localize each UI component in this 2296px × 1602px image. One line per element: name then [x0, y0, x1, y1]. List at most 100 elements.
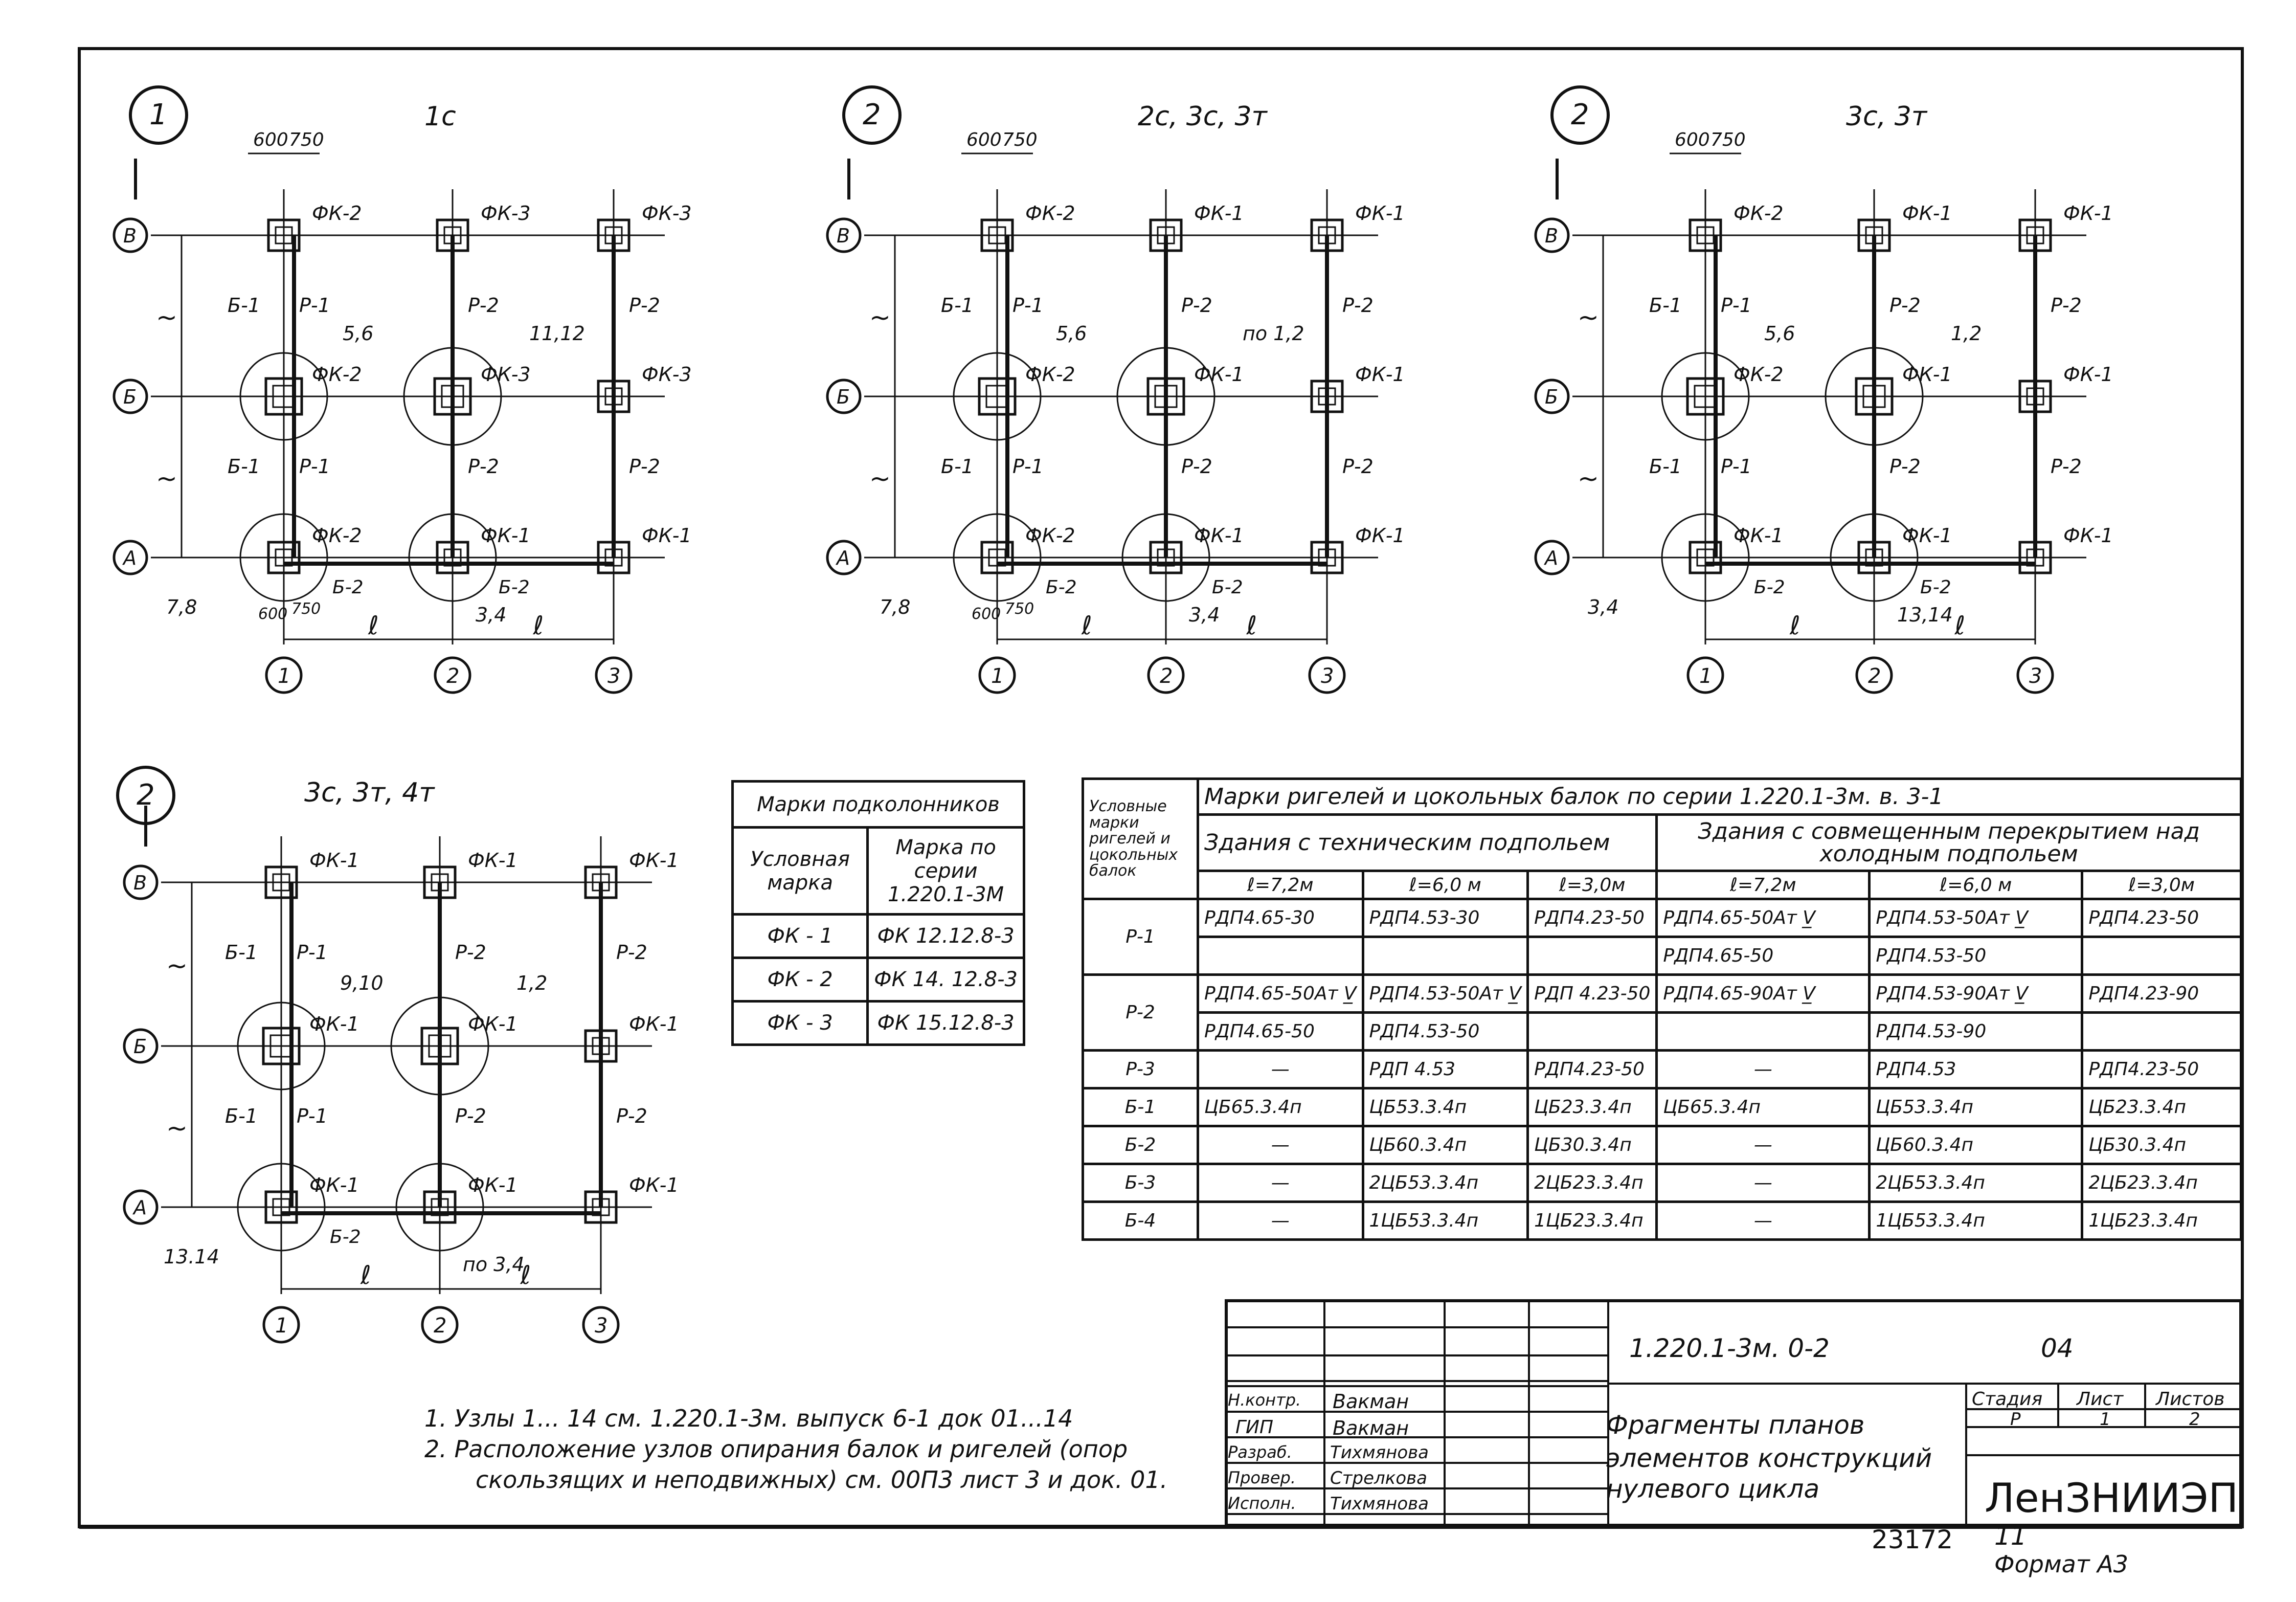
- foundation-mark: ФК-1: [309, 1013, 359, 1035]
- table-cell: РДП4.53-90Ат V̲: [1868, 973, 2084, 1014]
- table-cell: РДП4.65-50: [1655, 936, 1871, 976]
- span-tilde: ~: [869, 303, 891, 332]
- stage-value: Р: [2010, 1409, 2021, 1430]
- span-symbol: ℓ: [1789, 611, 1800, 640]
- stage-head: Стадия: [1972, 1389, 2043, 1410]
- subcolumn-foundation: [1689, 541, 1722, 574]
- foundation-mark: ФК-1: [1194, 363, 1244, 386]
- dimension-text: 750: [1002, 129, 1038, 150]
- node-label: 3,4: [476, 604, 506, 626]
- span-header: ℓ=3,0м: [1526, 870, 1658, 900]
- col-axis-label: 1: [278, 664, 290, 688]
- foundation-mark: ФК-2: [312, 524, 362, 547]
- rigel-label: Р-1: [297, 941, 328, 964]
- rigel-label: Р-2: [468, 294, 499, 317]
- beam-label: Б-2: [499, 577, 530, 598]
- table-cell: РДП4.65-30: [1197, 898, 1364, 938]
- span-header: ℓ=6,0 м: [1868, 870, 2084, 900]
- row-axis-label: А: [1543, 547, 1558, 569]
- subcolumn-foundation: [264, 1190, 298, 1224]
- title-block: Н.контр. ГИП Разраб. Провер. Исполн. Вак…: [1225, 1299, 2242, 1527]
- span-symbol: ℓ: [1954, 611, 1966, 640]
- foundation-mark: ФК-2: [1734, 202, 1784, 225]
- row-axis-bubble: [1534, 217, 1570, 253]
- table-cell: РДП4.53-50Ат V̲: [1361, 973, 1529, 1014]
- podkol-mark: ФК - 1: [731, 913, 869, 959]
- beam-label: Б-2: [1046, 577, 1077, 598]
- podkol-value: ФК 12.12.8-3: [866, 913, 1025, 959]
- span-tilde: ~: [156, 464, 177, 494]
- foundation-mark: ФК-1: [1902, 524, 1952, 547]
- span-header: ℓ=3,0м: [2081, 870, 2242, 900]
- podkol-title: Марки подколонников: [731, 780, 1025, 829]
- row-axis-bubble: [123, 1028, 159, 1064]
- table-cell: РДП4.53-50: [1868, 936, 2084, 976]
- col-axis-label: 3: [595, 1314, 607, 1338]
- node-callout-circle: [953, 352, 1042, 441]
- rigel-label: Р-2: [468, 455, 499, 478]
- foundation-mark: ФК-1: [309, 1174, 359, 1196]
- rigel-label: Р-2: [1342, 294, 1374, 317]
- fragment-label: 2с, 3с, 3т: [1138, 101, 1268, 132]
- role-ispoln: Исполн.: [1228, 1494, 1296, 1513]
- doc-code: 1.220.1-3м. 0-2: [1629, 1333, 1830, 1363]
- table-cell: ЦБ30.3.4п: [2081, 1125, 2242, 1165]
- inventory-extra: 11: [1994, 1521, 2027, 1551]
- node-callout-circle: [239, 513, 328, 602]
- node-label: по 3,4: [463, 1253, 525, 1276]
- rigel-label: Р-1: [297, 1105, 328, 1127]
- foundation-mark: ФК-1: [468, 1174, 518, 1196]
- row-mark: Б-1: [1082, 1087, 1199, 1127]
- table-cell: —: [1197, 1163, 1364, 1203]
- foundation-mark: ФК-1: [642, 524, 692, 547]
- col-axis-label: 2: [1868, 664, 1881, 688]
- table-cell: —: [1655, 1125, 1871, 1165]
- rigel-label: Р-2: [1889, 455, 1921, 478]
- dimension-text: 600: [972, 605, 1001, 623]
- fragment-number-circle: [129, 85, 188, 145]
- node-label: 1,2: [1951, 322, 1982, 345]
- name-3: Тихмянова: [1330, 1442, 1429, 1463]
- subcolumn-foundation: [267, 541, 301, 574]
- col-axis-label: 2: [446, 664, 459, 688]
- name-4: Стрелкова: [1330, 1468, 1427, 1488]
- foundation-mark: ФК-1: [629, 849, 679, 872]
- subcolumn-foundation: [980, 541, 1014, 574]
- table-cell: РДП4.53-30: [1361, 898, 1529, 938]
- rigel-label: Р-2: [2051, 455, 2082, 478]
- foundation-mark: ФК-2: [1025, 363, 1075, 386]
- foundation-mark: ФК-1: [2063, 363, 2113, 386]
- table-cell: 2ЦБ23.3.4п: [2081, 1163, 2242, 1203]
- foundation-mark: ФК-1: [1734, 524, 1784, 547]
- span-header: ℓ=7,2м: [1197, 870, 1364, 900]
- beam-label: Б-1: [225, 941, 258, 964]
- node-label: 3,4: [1189, 604, 1220, 626]
- col-axis-label: 1: [1699, 664, 1712, 688]
- beam-label: Б-2: [332, 577, 364, 598]
- node-callout-circle: [1661, 352, 1750, 441]
- sheet-value: 1: [2100, 1409, 2111, 1430]
- table-cell: [1526, 936, 1658, 976]
- rigel-title: Марки ригелей и цокольных балок по серии…: [1197, 777, 2242, 816]
- col-axis-bubble: [265, 656, 303, 694]
- foundation-mark: ФК-2: [312, 202, 362, 225]
- table-cell: РДП4.65-90Ат V̲: [1655, 973, 1871, 1014]
- table-cell: [1655, 1011, 1871, 1052]
- dimension-text: 750: [1005, 600, 1034, 618]
- subcolumn-foundation: [264, 377, 303, 416]
- rigel-label: Р-2: [1889, 294, 1921, 317]
- node-label: 7,8: [166, 596, 197, 618]
- rigel-label: Р-2: [1181, 294, 1212, 317]
- node-callout-circle: [237, 1002, 326, 1091]
- table-cell: РДП4.23-90: [2081, 973, 2242, 1014]
- col-axis-bubble: [2016, 656, 2054, 694]
- rigel-group2: Здания с совмещенным перекрытием над хол…: [1655, 813, 2242, 872]
- note-3: скользящих и неподвижных) см. 00П3 лист …: [476, 1466, 1168, 1494]
- table-cell: —: [1197, 1125, 1364, 1165]
- subcolumn-foundation: [980, 218, 1014, 252]
- fragment-label: 3с, 3т, 4т: [304, 777, 435, 808]
- table-cell: РДП4.65-50Ат V̲: [1655, 898, 1871, 938]
